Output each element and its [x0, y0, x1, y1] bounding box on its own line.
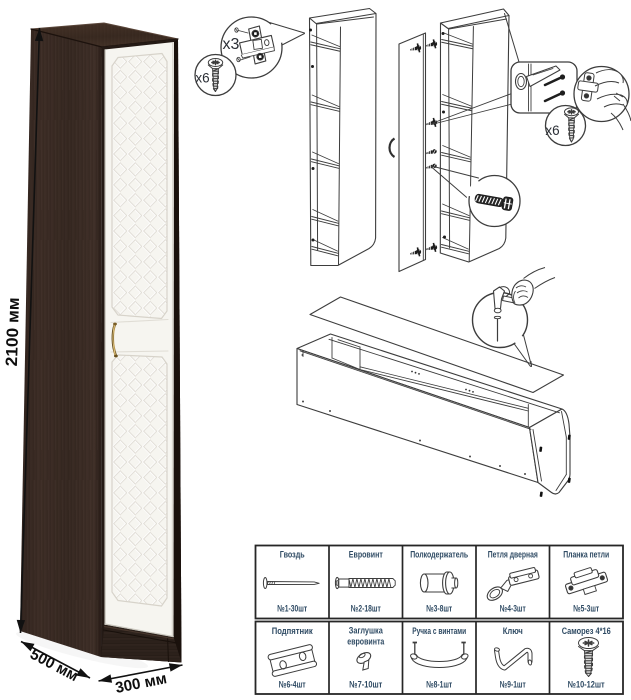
- svg-text:Заглушка: Заглушка: [349, 626, 384, 637]
- svg-text:евровинта: евровинта: [347, 637, 385, 648]
- svg-text:№7-10шт: №7-10шт: [349, 680, 382, 691]
- svg-text:Полкодержатель: Полкодержатель: [410, 550, 468, 561]
- svg-text:№3-8шт: №3-8шт: [426, 604, 452, 615]
- svg-text:Евровинт: Евровинт: [349, 550, 383, 561]
- svg-text:Ручка с винтами: Ручка с винтами: [412, 626, 466, 637]
- svg-text:№5-3шт: №5-3шт: [573, 604, 599, 615]
- svg-text:№9-1шт: №9-1шт: [500, 680, 526, 691]
- svg-text:Подпятник: Подпятник: [272, 626, 313, 637]
- svg-text:Гвоздь: Гвоздь: [280, 550, 305, 561]
- svg-text:x6: x6: [195, 71, 209, 86]
- svg-text:Саморез 4*16: Саморез 4*16: [562, 626, 611, 637]
- svg-text:№4-3шт: №4-3шт: [500, 604, 526, 615]
- svg-text:№10-12шт: №10-12шт: [568, 680, 605, 691]
- svg-text:№1-30шт: №1-30шт: [277, 604, 307, 615]
- svg-text:№8-1шт: №8-1шт: [426, 680, 452, 691]
- svg-text:300 мм: 300 мм: [114, 670, 168, 697]
- svg-text:Ключ: Ключ: [503, 626, 523, 637]
- svg-text:x3: x3: [223, 36, 240, 53]
- svg-text:x6: x6: [545, 123, 559, 138]
- svg-text:Планка петли: Планка петли: [563, 550, 609, 561]
- svg-text:№6-4шт: №6-4шт: [279, 680, 306, 691]
- svg-text:№2-18шт: №2-18шт: [351, 604, 381, 615]
- svg-text:2100 мм: 2100 мм: [3, 297, 23, 367]
- svg-text:Петля дверная: Петля дверная: [488, 550, 538, 561]
